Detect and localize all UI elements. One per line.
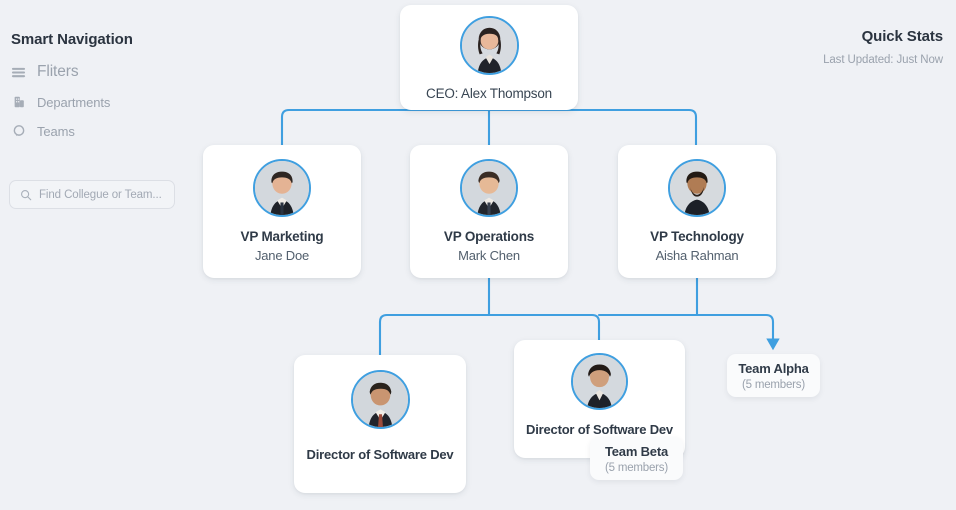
org-node-ceo[interactable]: CEO: Alex Thompson <box>400 5 578 110</box>
team-member-count: (5 members) <box>605 461 668 474</box>
avatar <box>571 353 628 410</box>
avatar <box>459 16 519 75</box>
avatar <box>460 159 518 217</box>
sidebar: Smart Navigation Fliters <box>0 0 200 510</box>
search-icon <box>20 189 32 201</box>
org-node-vp-technology[interactable]: VP Technology Aisha Rahman <box>618 145 776 278</box>
avatar <box>253 159 311 217</box>
avatar <box>668 159 726 217</box>
sidebar-item-label: Fliters <box>37 63 79 80</box>
node-name: Jane Doe <box>254 248 310 263</box>
quick-stats-panel: Quick Stats Last Updated: Just Now <box>823 28 943 66</box>
org-node-vp-marketing[interactable]: VP Marketing Jane Doe <box>203 145 361 278</box>
node-role: VP Technology <box>650 229 744 244</box>
sidebar-title: Smart Navigation <box>11 31 133 48</box>
node-role: Director of Software Dev <box>526 422 673 437</box>
node-role: VP Operations <box>443 229 535 244</box>
org-node-director-1[interactable]: Director of Software Dev <box>294 355 466 493</box>
chat-bubble-icon <box>11 124 26 139</box>
sidebar-item-label: Teams <box>37 123 75 139</box>
team-name: Team Alpha <box>738 360 809 376</box>
team-member-count: (5 members) <box>742 378 805 391</box>
org-node-vp-operations[interactable]: VP Operations Mark Chen <box>410 145 568 278</box>
search-placeholder: Find Collegue or Team... <box>39 188 162 201</box>
team-badge-alpha[interactable]: Team Alpha (5 members) <box>727 354 820 397</box>
node-role: VP Marketing <box>240 229 324 244</box>
node-role: CEO: Alex Thompson <box>426 86 552 101</box>
node-name: Mark Chen <box>458 248 520 263</box>
sidebar-item-label: Departments <box>37 94 111 110</box>
sidebar-item-filters[interactable]: Fliters <box>11 62 79 82</box>
node-role: Director of Software Dev <box>306 447 454 462</box>
search-input[interactable]: Find Collegue or Team... <box>9 180 175 209</box>
node-name: Aisha Rahman <box>655 248 739 263</box>
quick-stats-last-updated: Last Updated: Just Now <box>823 54 943 66</box>
building-icon <box>11 95 26 110</box>
team-name: Team Beta <box>605 443 668 459</box>
sidebar-item-departments[interactable]: Departments <box>11 92 110 112</box>
team-badge-beta[interactable]: Team Beta (5 members) <box>590 437 683 480</box>
quick-stats-title: Quick Stats <box>861 28 944 45</box>
filter-icon <box>11 65 26 80</box>
sidebar-item-teams[interactable]: Teams <box>11 121 75 141</box>
avatar <box>350 370 410 429</box>
